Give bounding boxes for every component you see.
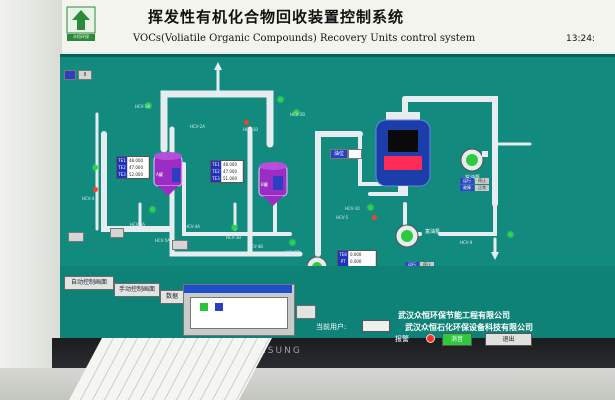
nav-blank-button[interactable] [296, 305, 316, 319]
indicator-lamp [93, 165, 98, 170]
nav-auto-control-button[interactable]: 自动控制画面 [64, 276, 114, 290]
adsorber-column-icon[interactable] [372, 112, 434, 196]
indicator-lamp [508, 232, 513, 237]
valve-tag: HCV-9 [460, 240, 473, 245]
clock-readout: 13:24: [566, 34, 595, 44]
tank-a-label: A罐 [156, 172, 163, 177]
current-user-field[interactable] [362, 320, 390, 332]
valve-tag: HCV-5A [155, 238, 171, 243]
status-run-label: 运行 [405, 262, 419, 268]
silence-button[interactable]: 消音 [442, 333, 472, 346]
lean-pump-status: 运行停止 故障正常 [460, 178, 489, 191]
valve-tag: HCV-1B [243, 127, 259, 132]
rich-oil-pump-icon[interactable] [395, 223, 423, 249]
indicator-lamp [372, 215, 377, 220]
logo-caption: 众恒环保 [73, 34, 89, 39]
valve-tag: HCV-5B [285, 250, 301, 255]
status-stop-button[interactable]: 停止 [420, 262, 434, 268]
process-panel [60, 54, 615, 269]
vent-arrow-icon [214, 62, 222, 70]
app-header [62, 0, 615, 52]
return-pipe [438, 202, 497, 236]
indicator-lamp [232, 225, 237, 230]
page-title: 挥发性有机化合物回收装置控制系统 [148, 8, 405, 26]
valve-tag: HCV-4 [82, 196, 95, 201]
popup-title-bar [184, 285, 292, 293]
oil-level-label: 油位 [330, 149, 348, 159]
status-fault-label: 故障 [460, 185, 474, 191]
valve-tag: HCV-2B [290, 112, 306, 117]
oil-level-value [348, 149, 362, 159]
alarm-label: 报警 [395, 335, 409, 343]
indicator-lamp [368, 205, 373, 210]
panel-corner-label[interactable]: II [78, 70, 92, 80]
monitor-brand-label: SAMSUNG [242, 346, 302, 356]
company-logo-icon [66, 6, 96, 41]
valve-tag: HCV-10 [345, 206, 360, 211]
valve-tag: HCV-3A [130, 222, 146, 227]
current-user-label: 当前用户: [316, 323, 347, 331]
valve-tag: HCV-3B [226, 235, 242, 240]
status-stop-button[interactable]: 停止 [475, 178, 489, 184]
popup-content [190, 297, 288, 329]
top-loop-pipe [160, 90, 274, 153]
exit-button[interactable]: 退出 [485, 333, 532, 346]
lean-oil-pump-icon[interactable] [460, 147, 488, 173]
indicator-lamp [290, 240, 295, 245]
indicator-lamp [244, 120, 249, 125]
tank-b-label: B罐 [261, 182, 268, 187]
indicator-lamp [278, 97, 283, 102]
main-left-pipe [101, 131, 173, 232]
tank-b-icon[interactable] [255, 160, 291, 208]
tank-a-outlet-pipe [182, 162, 292, 236]
valve-tag: HCV-4A [185, 224, 201, 229]
indicator-lamp [146, 103, 151, 108]
status-normal-value: 正常 [475, 185, 489, 191]
valve-tag: HCV-4B [248, 244, 264, 249]
indicator-lamp [150, 207, 155, 212]
nav-manual-control-button[interactable]: 手动控制画面 [114, 283, 160, 297]
tank-a-icon[interactable] [150, 150, 186, 198]
valve-tag: HCV-1A [135, 104, 151, 109]
status-run-label: 运行 [460, 178, 474, 184]
alarm-lamp-icon [426, 334, 435, 343]
drain-arrow-icon [491, 252, 499, 260]
valve-tag: HCV-2A [190, 124, 206, 129]
indicator-lamp [294, 110, 299, 115]
monitor-bezel-left [0, 0, 62, 400]
riser-pipe [315, 131, 363, 257]
panel-control-button[interactable] [68, 232, 84, 242]
nav-data-button[interactable]: 数据 [160, 290, 184, 304]
indicator-lamp [93, 187, 98, 192]
panel-mode-button[interactable] [64, 70, 76, 80]
rich-oil-pump-label: 富油泵 [425, 229, 441, 235]
top-right-pipe [402, 96, 498, 207]
popup-green-indicator [200, 303, 208, 311]
keyboard [67, 334, 275, 400]
bottom-nav-bar [60, 266, 615, 338]
popup-blue-indicator [215, 303, 223, 311]
company-name-line1: 武汉众恒环保节能工程有限公司 [398, 311, 510, 320]
panel-control-button[interactable] [172, 240, 188, 250]
panel-control-button[interactable] [110, 228, 124, 238]
page-subtitle: VOCs(Voliatile Organic Compounds) Recove… [133, 33, 476, 44]
valve-tag: HCV-5 [336, 215, 349, 220]
company-name-line2: 武汉众恒石化环保设备科技有限公司 [405, 323, 533, 332]
